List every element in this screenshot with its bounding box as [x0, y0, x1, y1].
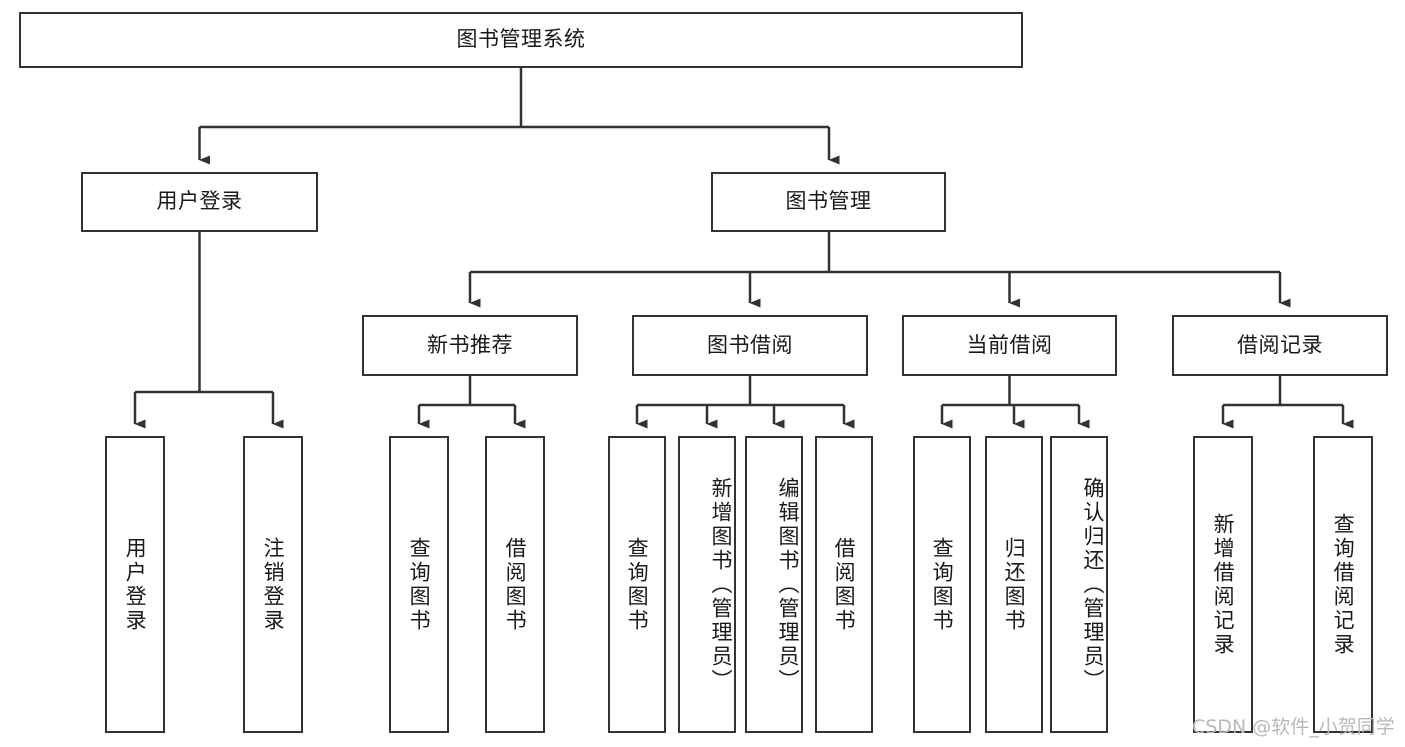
leaf-query-book-current[interactable]: 查询图书: [913, 436, 971, 733]
node-label: 查询借阅记录: [1331, 512, 1356, 657]
leaf-user-login[interactable]: 用户登录: [105, 436, 165, 733]
node-label: 用户登录: [123, 536, 148, 633]
leaf-add-book-admin[interactable]: 新增图书（管理员）: [678, 436, 736, 733]
node-label: 当前借阅: [966, 332, 1053, 357]
node-label: 借阅图书: [503, 536, 528, 633]
node-book-borrow[interactable]: 图书借阅: [632, 315, 868, 376]
leaf-logout[interactable]: 注销登录: [243, 436, 303, 733]
node-label: 确认归还（管理员）: [1081, 476, 1105, 693]
leaf-borrow-book-recommend[interactable]: 借阅图书: [485, 436, 545, 733]
node-label: 查询图书: [625, 536, 650, 633]
node-label: 新书推荐: [427, 332, 513, 357]
leaf-edit-book-admin[interactable]: 编辑图书（管理员）: [745, 436, 803, 733]
node-label: 图书借阅: [707, 332, 793, 357]
node-root[interactable]: 图书管理系统: [19, 12, 1023, 68]
node-label: 归还图书: [1002, 536, 1027, 633]
node-label: 用户登录: [156, 189, 243, 214]
node-label: 查询图书: [407, 536, 432, 633]
leaf-query-book-borrow[interactable]: 查询图书: [608, 436, 666, 733]
node-label: 新增借阅记录: [1211, 512, 1236, 657]
node-new-book-recommend[interactable]: 新书推荐: [362, 315, 578, 376]
csdn-watermark: CSDN @软件_小贺同学: [1192, 716, 1395, 738]
leaf-return-book[interactable]: 归还图书: [985, 436, 1043, 733]
node-label: 注销登录: [261, 536, 286, 633]
node-user-login[interactable]: 用户登录: [81, 172, 318, 232]
node-borrow-record[interactable]: 借阅记录: [1172, 315, 1388, 376]
leaf-query-book-recommend[interactable]: 查询图书: [389, 436, 449, 733]
node-label: 编辑图书（管理员）: [776, 476, 800, 693]
node-label: 新增图书（管理员）: [709, 476, 733, 693]
node-book-management[interactable]: 图书管理: [711, 172, 946, 232]
node-label: 借阅图书: [832, 536, 857, 633]
node-label: 借阅记录: [1237, 332, 1323, 357]
leaf-borrow-book[interactable]: 借阅图书: [815, 436, 873, 733]
node-label: 图书管理: [785, 189, 872, 214]
leaf-add-borrow-record[interactable]: 新增借阅记录: [1193, 436, 1253, 733]
leaf-query-borrow-record[interactable]: 查询借阅记录: [1313, 436, 1373, 733]
node-current-borrow[interactable]: 当前借阅: [902, 315, 1117, 376]
node-label: 查询图书: [930, 536, 955, 633]
node-label: 图书管理系统: [456, 27, 586, 52]
leaf-confirm-return-admin[interactable]: 确认归还（管理员）: [1050, 436, 1108, 733]
